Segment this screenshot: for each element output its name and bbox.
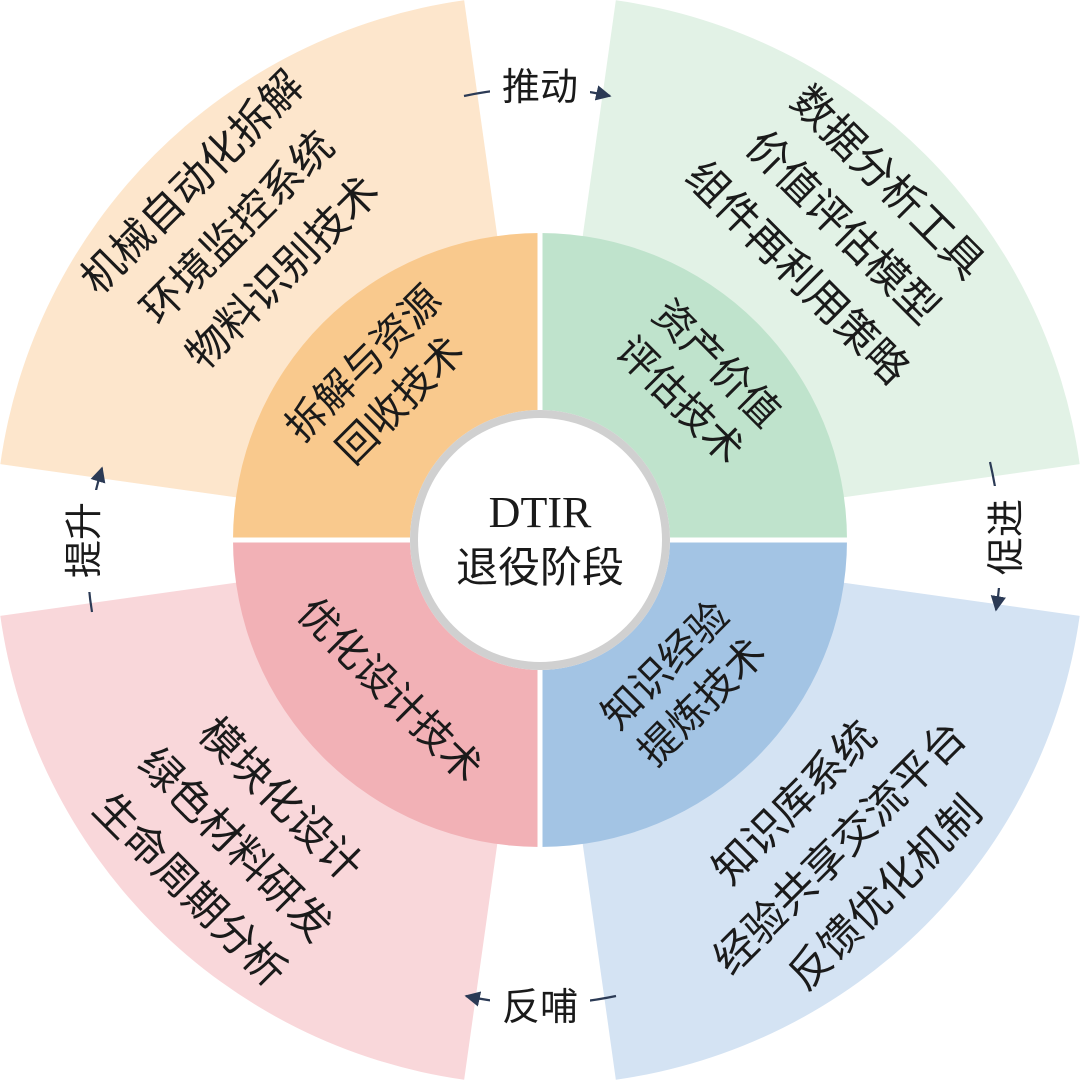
arrow-right-label: 促进: [984, 499, 1028, 575]
inner-quadrant-top-left: [233, 233, 540, 540]
inner-ring: [233, 233, 847, 847]
connector-arrows: 推动 促进 反哺 提升: [60, 64, 1028, 1029]
arrow-right-label-bg: [982, 486, 1028, 588]
center-title-en: DTIR: [489, 488, 592, 537]
outer-sector-bottom-left: [0, 572, 508, 1080]
arrow-left-label-group: 提升: [62, 502, 106, 578]
inner-quadrant-top-right: [540, 233, 847, 540]
inner-quadrant-bottom-right: [540, 540, 847, 847]
arrow-top-label-bg: [490, 64, 590, 108]
outer-sector-top-left: [0, 0, 508, 508]
arrow-bottom-label: 反哺: [502, 985, 578, 1029]
outer-sector-bottom-right: [572, 572, 1080, 1080]
arrow-left-label-bg: [60, 490, 106, 592]
arrow-left-label: 提升: [62, 502, 106, 578]
center-title-zh: 退役阶段: [456, 543, 624, 592]
arrow-bottom-label-bg: [490, 984, 590, 1028]
center-hub: DTIR 退役阶段: [410, 410, 670, 670]
center-circle: [418, 418, 662, 662]
arrow-top-label: 推动: [502, 65, 578, 109]
outer-sector-top-right: [572, 0, 1080, 508]
arrow-right-label-group: 促进: [984, 499, 1028, 575]
inner-quadrant-bottom-left: [233, 540, 540, 847]
